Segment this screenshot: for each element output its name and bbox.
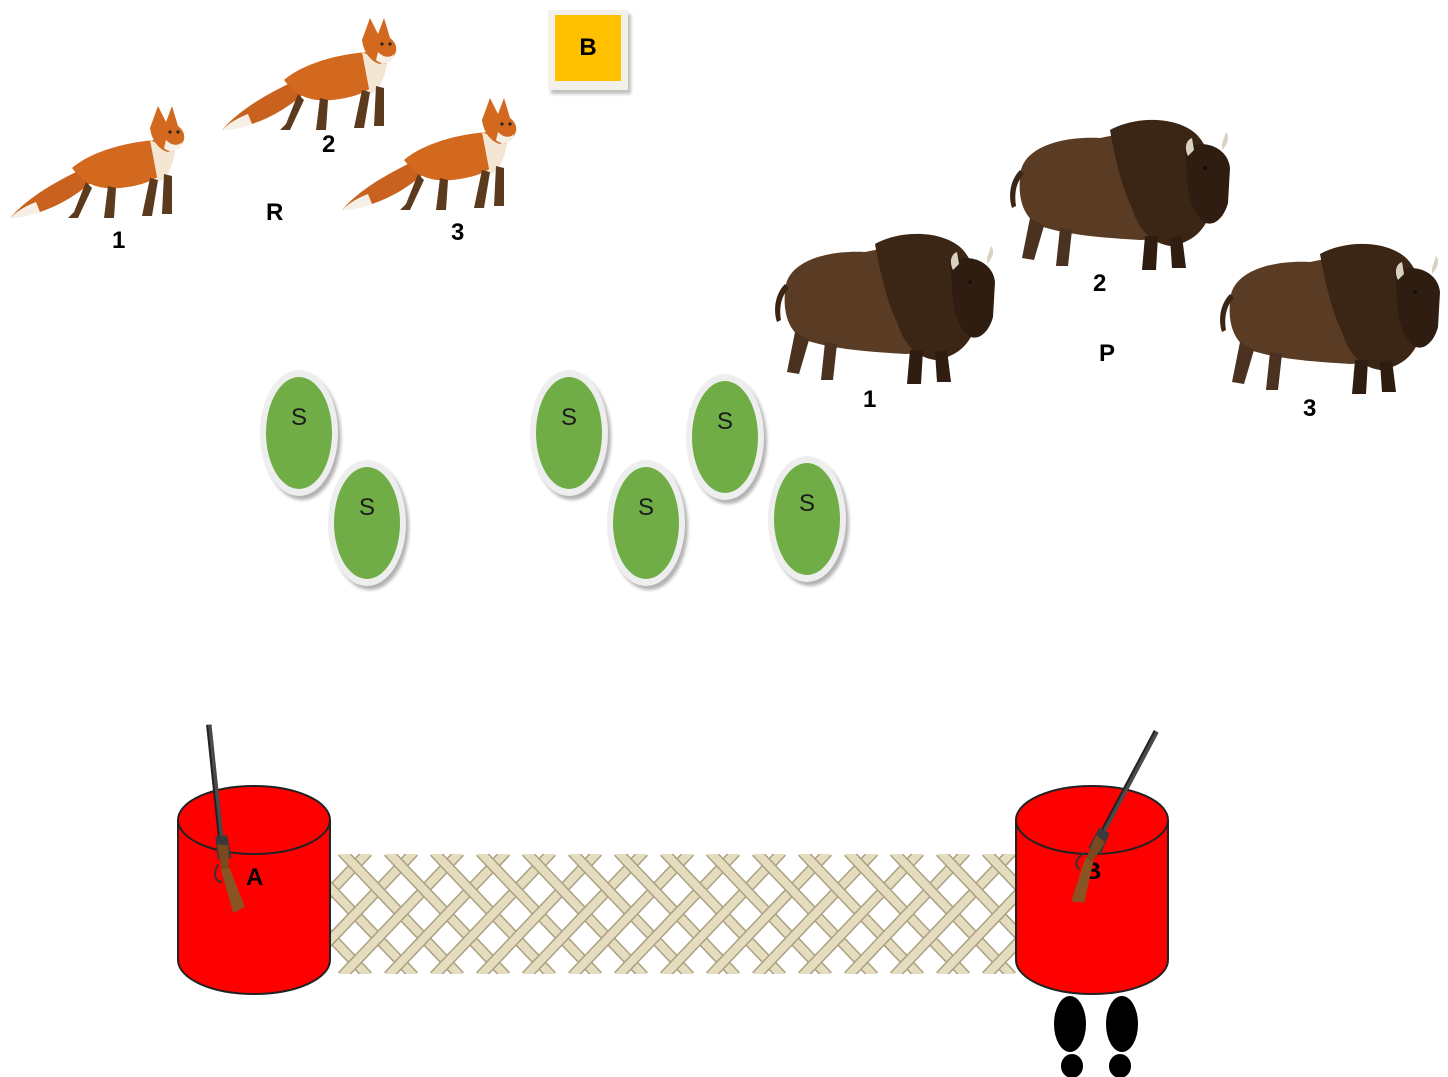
seed-oval: S bbox=[328, 460, 406, 586]
rifle-icon bbox=[190, 724, 260, 924]
lattice-fence bbox=[318, 848, 1030, 980]
fox-3-label: 3 bbox=[451, 221, 464, 245]
fox-icon bbox=[0, 100, 200, 230]
fox-group-label: R bbox=[266, 201, 283, 225]
seed-oval: S bbox=[768, 456, 846, 582]
seed-oval: S bbox=[686, 374, 764, 500]
seed-label: S bbox=[607, 494, 685, 522]
seed-oval: S bbox=[530, 370, 608, 496]
bison-1-label: 1 bbox=[863, 388, 876, 412]
bison-group-label: P bbox=[1099, 342, 1115, 366]
badge-b: B bbox=[548, 10, 628, 90]
bison-3-label: 3 bbox=[1303, 397, 1316, 421]
seed-label: S bbox=[686, 408, 764, 436]
badge-b-label: B bbox=[555, 15, 621, 81]
rifle-icon bbox=[1060, 720, 1170, 910]
fox-1-label: 1 bbox=[112, 229, 125, 253]
seed-label: S bbox=[768, 490, 846, 518]
seed-oval: S bbox=[607, 460, 685, 586]
footprints-icon bbox=[1040, 994, 1150, 1077]
seed-label: S bbox=[328, 494, 406, 522]
seed-label: S bbox=[260, 404, 338, 432]
fox-2-label: 2 bbox=[322, 133, 335, 157]
fox-icon bbox=[332, 92, 532, 222]
seed-oval: S bbox=[260, 370, 338, 496]
bison-icon bbox=[1210, 232, 1448, 402]
bison-2-label: 2 bbox=[1093, 272, 1106, 296]
bison-icon bbox=[765, 222, 1005, 392]
bison-icon bbox=[1000, 108, 1240, 278]
seed-label: S bbox=[530, 404, 608, 432]
